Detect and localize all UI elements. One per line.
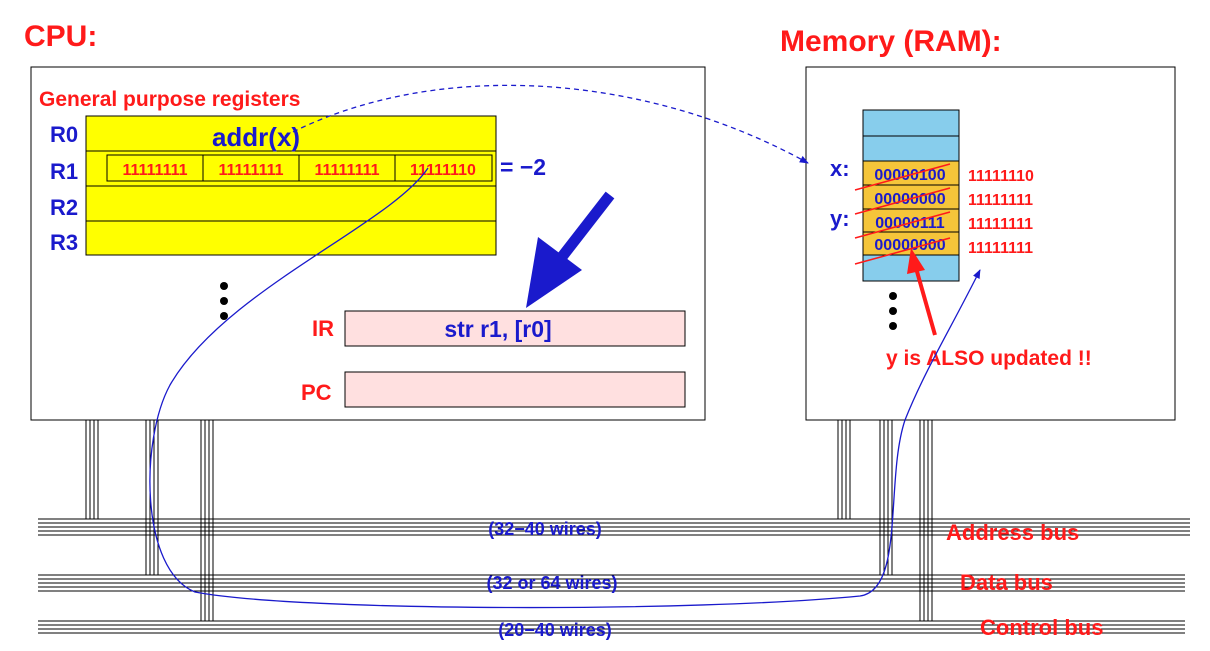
data-flow-arrow (149, 167, 981, 609)
control-bus-wires: (20−40 wires) (498, 620, 612, 640)
registers-heading: General purpose registers (39, 88, 300, 111)
memory-new-3: 11111111 (968, 240, 1033, 257)
memory-new-2: 11111111 (968, 216, 1033, 233)
memory-new-1: 11111111 (968, 192, 1033, 209)
r1-byte-2: 11111111 (314, 162, 379, 179)
memory-title: Memory (RAM): (780, 25, 1002, 58)
pc-label: PC (301, 380, 332, 405)
register-name-r1: R1 (50, 159, 78, 184)
register-name-r0: R0 (50, 122, 78, 147)
r1-byte-3: 11111110 (410, 162, 476, 179)
instruction-register (344, 310, 686, 347)
address-bus-wires: (32−40 wires) (488, 519, 602, 539)
r1-byte-0: 11111111 (122, 162, 187, 179)
register-file (85, 115, 497, 256)
r1-decimal-value: = −2 (500, 154, 546, 180)
data-bus-label: Data bus (960, 570, 1053, 595)
ir-label: IR (312, 316, 334, 341)
update-note: y is ALSO updated !! (886, 347, 1092, 370)
program-counter (344, 371, 686, 408)
memory-bus-connectors (837, 420, 933, 621)
control-bus-label: Control bus (980, 615, 1103, 640)
memory-new-0: 11111110 (968, 168, 1034, 185)
register-name-r3: R3 (50, 230, 78, 255)
bus-lines (38, 518, 1190, 634)
data-bus-wires: (32 or 64 wires) (486, 573, 617, 593)
address-bus-label: Address bus (946, 520, 1079, 545)
memory-old-3: 00000000 (874, 237, 945, 254)
memory-label-y: y: (830, 206, 850, 231)
instruction-arrow (526, 191, 615, 308)
memory-strikeouts (854, 163, 951, 265)
update-note-arrow (907, 248, 937, 336)
memory-label-x: x: (830, 156, 850, 181)
register-name-r2: R2 (50, 195, 78, 220)
ir-value: str r1, [r0] (444, 316, 551, 342)
memory-ellipsis (889, 292, 897, 330)
register-ellipsis (220, 282, 228, 320)
r0-value: addr(x) (212, 122, 300, 152)
cpu-title: CPU: (24, 20, 97, 53)
r1-byte-1: 11111111 (218, 162, 283, 179)
